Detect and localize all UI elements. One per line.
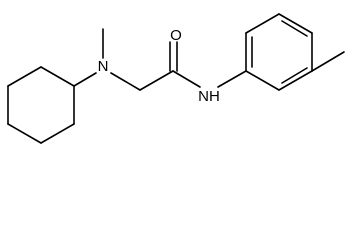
ring-bond: [40, 66, 75, 87]
aryl-double-bond: [281, 20, 308, 37]
carbonyl-to-amide-bond: [172, 70, 201, 88]
amine-to-ch2-bond: [110, 72, 141, 91]
ring-bond: [7, 66, 42, 87]
aryl-bond: [245, 13, 280, 34]
cyclohexane-ring: [7, 66, 75, 144]
aryl-methyl-bond: [311, 51, 345, 72]
carbonyl-oxygen-label: O: [170, 27, 182, 44]
structure-drawing: N O NH: [7, 13, 345, 144]
ch2-to-carbonyl-bond: [139, 70, 174, 91]
amide-to-aryl-bond: [217, 70, 247, 88]
aryl-bond: [278, 13, 313, 34]
amine-nitrogen-label: N: [98, 58, 109, 75]
ring-to-amine-bond: [73, 72, 97, 87]
ring-bond: [7, 123, 42, 144]
ring-bond: [40, 123, 75, 144]
aryl-double-bond: [281, 67, 308, 84]
aryl-bond: [278, 70, 313, 91]
aryl-bond: [245, 70, 280, 91]
molecule-canvas: N O NH: [7, 13, 345, 144]
amide-nitrogen-label: NH: [198, 88, 220, 105]
benzene-ring: [245, 13, 313, 91]
